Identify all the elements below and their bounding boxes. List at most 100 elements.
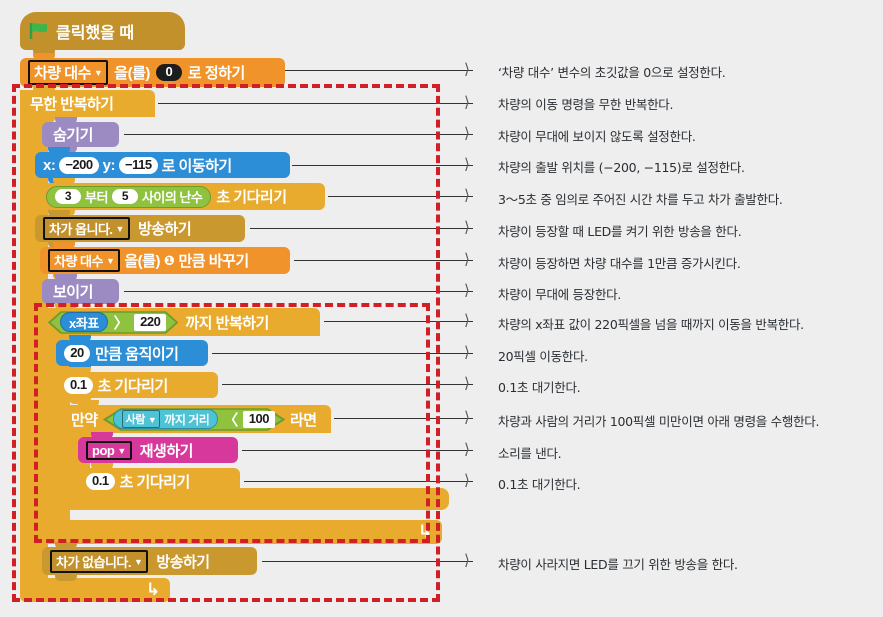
change-variable-suffix-label: 만큼 바꾸기: [178, 253, 249, 270]
annotation-11: 0.1초 대기한다.: [498, 380, 581, 395]
change-variable-dropdown[interactable]: 차량 대수 ▼: [48, 249, 121, 272]
goto-x-label: x:: [43, 156, 56, 174]
leader-line-14: [244, 481, 473, 482]
when-flag-clicked-block[interactable]: 클릭했을 때: [20, 12, 185, 56]
arrowhead-5: ⟩: [464, 186, 470, 204]
change-variable-amount[interactable]: ❶: [163, 252, 175, 268]
forever-loop-foot: ↲: [20, 578, 170, 602]
repeat-until-block[interactable]: x좌표 〉 220 까지 반복하기: [42, 303, 320, 342]
when-flag-clicked-label: 클릭했을 때: [56, 25, 135, 42]
wait-block-a[interactable]: 0.1 초 기다리기: [56, 367, 218, 404]
leader-line-2: [158, 103, 473, 104]
goto-y-label: y:: [102, 156, 116, 174]
annotation-3: 차량이 무대에 보이지 않도록 설정한다.: [498, 129, 696, 144]
goto-xy-block[interactable]: x: −200 y: −115 로 이동하기: [35, 147, 290, 184]
leader-line-11: [222, 384, 473, 385]
change-variable-mid-label: 을(를): [124, 253, 160, 270]
broadcast-no-car-label: 방송하기: [156, 553, 210, 571]
move-steps-suffix-label: 만큼 움직이기: [95, 345, 179, 363]
arrowhead-12: ⟩: [464, 408, 470, 426]
annotation-13: 소리를 낸다.: [498, 446, 562, 461]
x-position-reporter[interactable]: x좌표: [60, 312, 108, 332]
chevron-down-icon: ▼: [105, 256, 115, 266]
broadcast-no-car-dropdown[interactable]: 차가 없습니다. ▼: [50, 549, 149, 573]
arrowhead-3: ⟩: [464, 124, 470, 142]
loop-arrow-icon-2: ↲: [417, 522, 432, 541]
chevron-down-icon: ▼: [133, 556, 143, 567]
variable-dropdown[interactable]: 차량 대수 ▼: [28, 60, 109, 85]
annotation-12: 차량과 사람의 거리가 100픽셀 미만이면 아래 명령을 수행한다.: [498, 414, 820, 429]
goto-y-input[interactable]: −115: [118, 156, 158, 174]
distance-to-reporter[interactable]: 사람 ▼ 까지 거리: [112, 409, 219, 429]
goto-suffix-label: 로 이동하기: [161, 157, 233, 175]
leader-line-4: [292, 165, 473, 166]
move-steps-block[interactable]: 20 만큼 움직이기: [56, 335, 208, 372]
annotation-6: 차량이 등장할 때 LED를 켜기 위한 방송을 한다.: [498, 224, 742, 239]
greater-than-operator[interactable]: x좌표 〉 220: [48, 310, 179, 334]
chevron-down-icon: ▼: [147, 414, 157, 425]
arrowhead-11: ⟩: [464, 374, 470, 392]
arrowhead-2: ⟩: [464, 93, 470, 111]
wait-block-b[interactable]: 0.1 초 기다리기: [78, 463, 240, 500]
repeat-until-value-input[interactable]: 220: [134, 313, 167, 331]
leader-line-5: [328, 196, 473, 197]
leader-line-10: [212, 353, 473, 354]
less-than-symbol: 〈: [223, 411, 238, 429]
arrowhead-13: ⟩: [464, 440, 470, 458]
goto-x-input[interactable]: −200: [59, 156, 99, 174]
hide-block[interactable]: 숨기기: [42, 117, 119, 153]
set-variable-value-input[interactable]: 0: [155, 64, 182, 81]
broadcast-label: 방송하기: [137, 221, 192, 238]
loop-arrow-icon: ↲: [145, 580, 160, 599]
broadcast-no-car-block[interactable]: 차가 없습니다. ▼ 방송하기: [42, 542, 257, 581]
leader-line-15: [262, 561, 473, 562]
repeat-until-suffix-label: 까지 반복하기: [185, 314, 269, 332]
random-from-input[interactable]: 3: [55, 189, 81, 204]
green-flag-icon: [28, 22, 50, 40]
leader-line-6: [250, 228, 473, 229]
annotation-5: 3〜5초 중 임의로 주어진 시간 차를 두고 차가 출발한다.: [498, 192, 783, 207]
annotation-9: 차량의 x좌표 값이 220픽셀을 넘을 때까지 이동을 반복한다.: [498, 317, 804, 332]
wait-b-input[interactable]: 0.1: [86, 472, 115, 490]
greater-than-symbol: 〉: [113, 314, 129, 332]
broadcast-message-dropdown[interactable]: 차가 옵니다. ▼: [43, 217, 130, 240]
forever-label: 무한 반복하기: [30, 96, 114, 113]
set-variable-mid-label: 을(를): [114, 65, 150, 82]
wait-random-suffix-label: 초 기다리기: [216, 189, 287, 206]
annotation-4: 차량의 출발 위치를 (−200, −115)로 설정한다.: [498, 160, 745, 175]
arrowhead-9: ⟩: [464, 311, 470, 329]
distance-target-dropdown[interactable]: 사람 ▼: [121, 410, 161, 428]
random-to-input[interactable]: 5: [111, 189, 138, 204]
leader-line-8: [124, 291, 473, 292]
arrowhead-7: ⟩: [464, 250, 470, 268]
less-than-operator[interactable]: 사람 ▼ 까지 거리 〈 100: [102, 407, 285, 431]
forever-block[interactable]: 무한 반복하기: [20, 85, 155, 123]
play-sound-block[interactable]: pop ▼ 재생하기: [78, 432, 238, 469]
broadcast-no-car-value: 차가 없습니다.: [56, 554, 131, 570]
broadcast-car-coming-block[interactable]: 차가 옵니다. ▼ 방송하기: [35, 210, 245, 248]
variable-dropdown-value: 차량 대수: [34, 65, 91, 82]
set-variable-block[interactable]: 차량 대수 ▼ 을(를) 0 로 정하기: [20, 53, 285, 93]
wait-a-suffix-label: 초 기다리기: [97, 377, 169, 395]
arrowhead-4: ⟩: [464, 155, 470, 173]
wait-a-input[interactable]: 0.1: [64, 376, 93, 394]
leader-line-9: [324, 321, 473, 322]
annotation-7: 차량이 등장하면 차량 대수를 1만큼 증가시킨다.: [498, 256, 741, 271]
change-variable-block[interactable]: 차량 대수 ▼ 을(를) ❶ 만큼 바꾸기: [40, 242, 290, 280]
wait-random-block[interactable]: 3 부터 5 사이의 난수 초 기다리기: [40, 178, 325, 216]
arrowhead-14: ⟩: [464, 471, 470, 489]
if-value-input[interactable]: 100: [242, 410, 275, 428]
random-to-label: 사이의 난수: [141, 190, 203, 205]
set-variable-suffix-label: 로 정하기: [187, 65, 245, 82]
if-block[interactable]: 만약 사람 ▼ 까지 거리 〈 100 라면: [64, 400, 331, 439]
chevron-down-icon: ▼: [117, 445, 126, 456]
show-block[interactable]: 보이기: [42, 274, 119, 310]
sound-dropdown[interactable]: pop ▼: [86, 440, 132, 460]
leader-line-3: [124, 134, 473, 135]
broadcast-message-value: 차가 옵니다.: [49, 222, 113, 237]
random-operator[interactable]: 3 부터 5 사이의 난수: [46, 185, 212, 208]
move-steps-input[interactable]: 20: [64, 344, 90, 362]
annotation-10: 20픽셀 이동한다.: [498, 349, 588, 364]
arrowhead-10: ⟩: [464, 343, 470, 361]
